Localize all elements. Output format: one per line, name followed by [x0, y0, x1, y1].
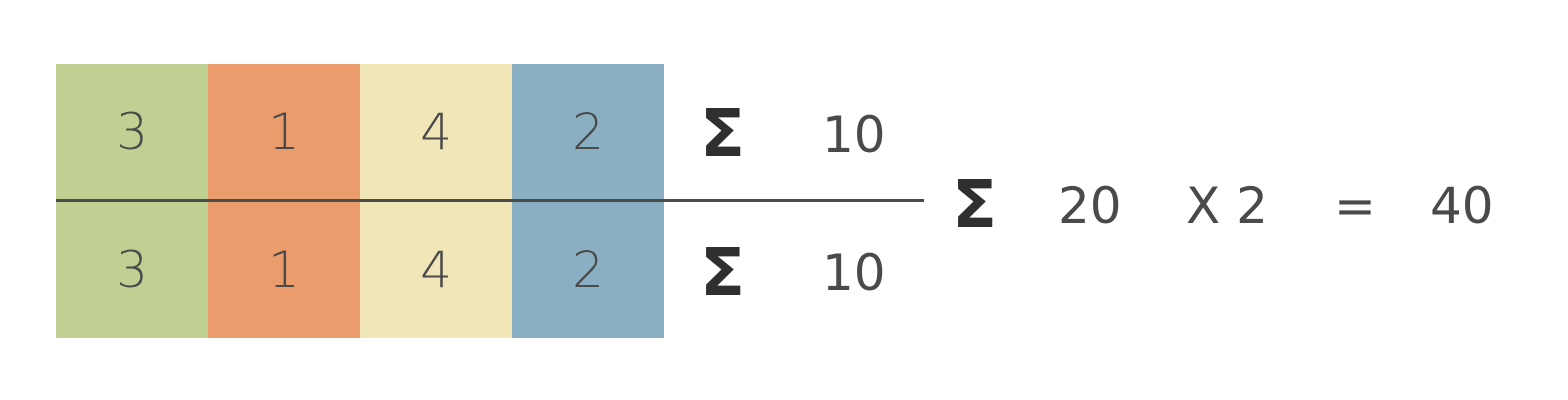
top-cell-blue: 2 — [512, 64, 664, 200]
bottom-cell-green: 3 — [56, 202, 208, 338]
top-cell-green: 3 — [56, 64, 208, 200]
divider-line — [56, 199, 924, 202]
bottom-row: 3 1 4 2 — [56, 202, 664, 338]
bottom-cell-orange: 1 — [208, 202, 360, 338]
top-sum-value: 10 — [822, 106, 886, 164]
bottom-cell-blue: 2 — [512, 202, 664, 338]
bottom-cell-cream: 4 — [360, 202, 512, 338]
bottom-sum-symbol: Σ — [700, 234, 746, 311]
total-sum-symbol: Σ — [952, 166, 998, 243]
result-value: 40 — [1430, 177, 1494, 235]
top-row: 3 1 4 2 — [56, 64, 664, 200]
total-sum-value: 20 — [1058, 177, 1122, 235]
multiplier: X 2 — [1186, 177, 1268, 235]
top-sum-symbol: Σ — [700, 95, 746, 172]
bottom-sum-value: 10 — [822, 244, 886, 302]
top-cell-orange: 1 — [208, 64, 360, 200]
top-cell-cream: 4 — [360, 64, 512, 200]
equals-sign: = — [1334, 177, 1376, 235]
